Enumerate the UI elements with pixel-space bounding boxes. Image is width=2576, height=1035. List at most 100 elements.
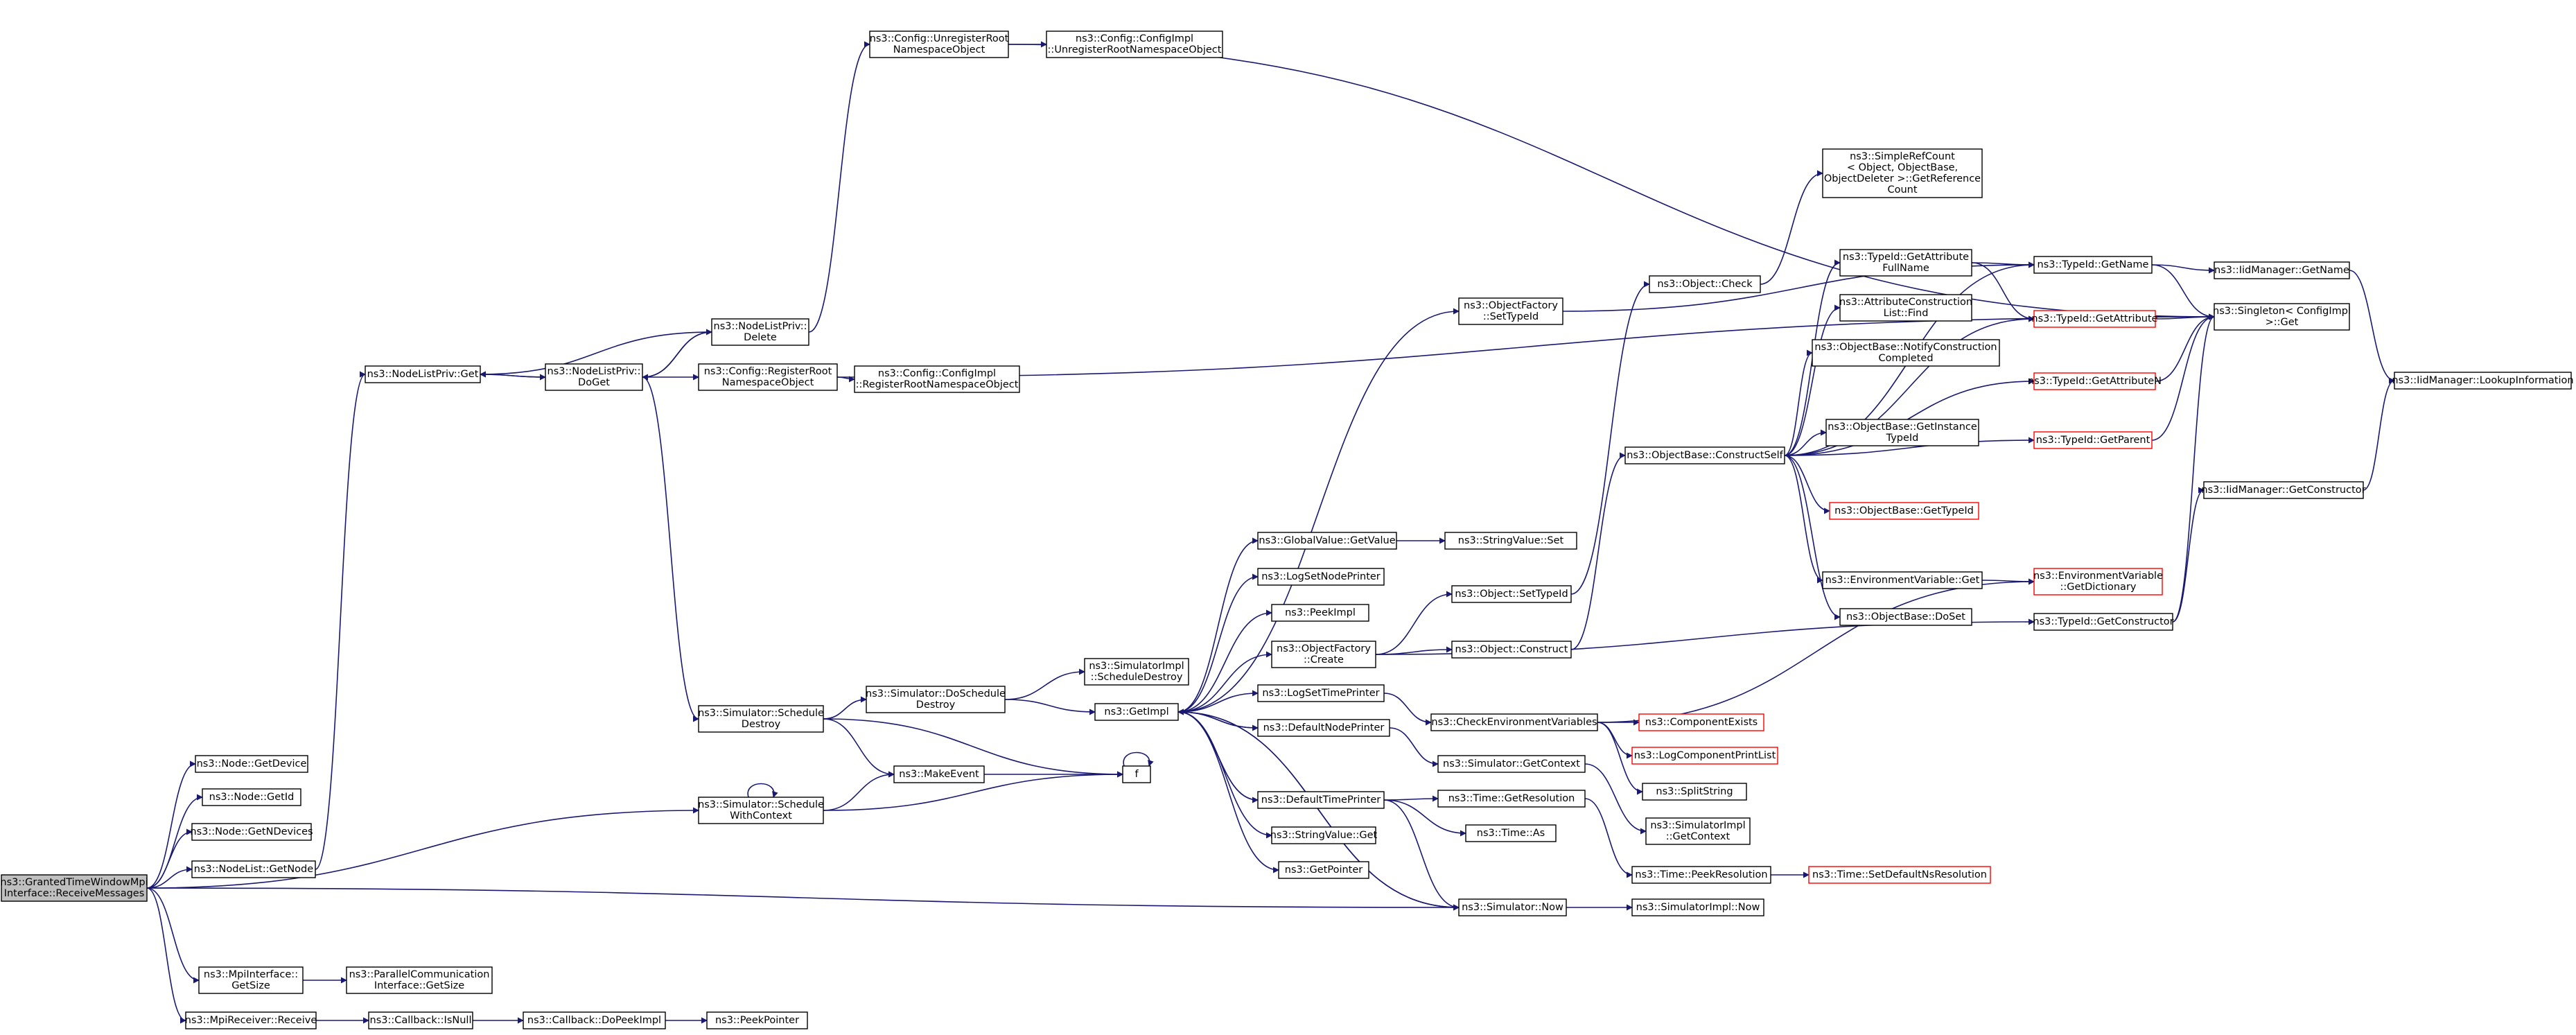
graph-node-f[interactable]: f	[1122, 765, 1151, 783]
graph-node-of_create[interactable]: ns3::ObjectFactory::Create	[1271, 641, 1376, 668]
call-edge-getimpl-to-gv_getvalue	[1177, 537, 1259, 713]
node-label: ns3::CheckEnvironmentVariables	[1431, 717, 1597, 728]
node-box	[545, 363, 643, 391]
graph-node-peekimpl[interactable]: ns3::PeekImpl	[1271, 604, 1369, 622]
node-label: ns3::ObjectBase::NotifyConstruction	[1814, 342, 1997, 353]
graph-node-simimpl_now[interactable]: ns3::SimulatorImpl::Now	[1631, 898, 1764, 916]
graph-node-cfgimpl_unreg[interactable]: ns3::Config::ConfigImpl::UnregisterRootN…	[1046, 31, 1223, 58]
graph-node-defaulttimeprinter[interactable]: ns3::DefaultTimePrinter	[1257, 791, 1385, 809]
call-edge-sim_schdestroy-to-sim_doschdestroy	[823, 696, 867, 720]
graph-node-gv_getvalue[interactable]: ns3::GlobalValue::GetValue	[1257, 532, 1397, 550]
graph-node-getpointer[interactable]: ns3::GetPointer	[1278, 861, 1369, 879]
graph-node-ob_constructself[interactable]: ns3::ObjectBase::ConstructSelf	[1624, 446, 1785, 464]
graph-node-obj_construct[interactable]: ns3::Object::Construct	[1451, 641, 1572, 659]
node-label: ns3::TypeId::GetParent	[2036, 435, 2150, 446]
graph-node-logsetnodeprinter[interactable]: ns3::LogSetNodePrinter	[1257, 568, 1385, 586]
graph-node-cb_dopeekimpl[interactable]: ns3::Callback::DoPeekImpl	[523, 1011, 666, 1029]
graph-node-peekpointer[interactable]: ns3::PeekPointer	[706, 1011, 808, 1029]
graph-node-time_getres[interactable]: ns3::Time::GetResolution	[1437, 790, 1586, 808]
node-box	[1430, 713, 1598, 731]
node-label: ns3::DefaultTimePrinter	[1261, 794, 1381, 806]
node-label: ns3::IidManager::LookupInformation	[2392, 375, 2573, 386]
graph-node-simimpl_schdestroy[interactable]: ns3::SimulatorImpl::ScheduleDestroy	[1084, 658, 1189, 686]
graph-node-checkenv[interactable]: ns3::CheckEnvironmentVariables	[1430, 713, 1598, 731]
call-edge-defaultnodeprinter-to-getimpl	[1177, 708, 1259, 729]
graph-node-iid_getname[interactable]: ns3::IidManager::GetName	[2214, 261, 2350, 279]
graph-node-getdevice[interactable]: ns3::Node::GetDevice	[195, 755, 308, 773]
graph-node-obj_check[interactable]: ns3::Object::Check	[1649, 275, 1761, 293]
graph-node-nlp_delete[interactable]: ns3::NodeListPriv::Delete	[711, 318, 809, 346]
node-box	[706, 1011, 808, 1029]
call-edge-logsettimeprinter-to-checkenv	[1383, 693, 1432, 726]
graph-node-mpireceiver[interactable]: ns3::MpiReceiver::Receive	[185, 1011, 317, 1029]
graph-node-cb_isnull[interactable]: ns3::Callback::IsNull	[368, 1011, 473, 1029]
graph-node-iid_lookup[interactable]: ns3::IidManager::LookupInformation	[2392, 372, 2574, 390]
graph-node-cfgimpl_reg[interactable]: ns3::Config::ConfigImpl::RegisterRootNam…	[854, 365, 1020, 393]
graph-node-cfg_reg[interactable]: ns3::Config::RegisterRootNamespaceObject	[698, 363, 838, 391]
call-edge-ob_constructself-to-ob_notify	[1784, 349, 1813, 456]
graph-node-stringvalue_set[interactable]: ns3::StringValue::Set	[1444, 532, 1577, 550]
graph-node-iid_getconstructor[interactable]: ns3::IidManager::GetConstructor	[2201, 481, 2366, 499]
call-edge-checkenv-to-splitstring	[1597, 722, 1643, 795]
graph-node-of_settypeid[interactable]: ns3::ObjectFactory::SetTypeId	[1458, 297, 1563, 325]
graph-node-obj_settypeid[interactable]: ns3::Object::SetTypeId	[1451, 585, 1572, 603]
graph-node-cfg_unreg[interactable]: ns3::Config::UnregisterRootNamespaceObje…	[869, 31, 1009, 58]
call-edge-nlp_delete-to-nlp_doget	[642, 331, 712, 381]
graph-node-pcomm_getsize[interactable]: ns3::ParallelCommunicationInterface::Get…	[346, 966, 493, 994]
graph-node-time_as[interactable]: ns3::Time::As	[1465, 824, 1557, 842]
graph-node-srefcount[interactable]: ns3::SimpleRefCount< Object, ObjectBase,…	[1822, 148, 1983, 198]
node-label: ns3::TypeId::GetName	[2038, 259, 2149, 270]
graph-node-getimpl[interactable]: ns3::GetImpl	[1094, 703, 1179, 721]
graph-node-ob_doset[interactable]: ns3::ObjectBase::DoSet	[1839, 608, 1972, 626]
call-edge-nlp_delete-to-nlp_get	[480, 331, 712, 378]
graph-node-nlp_doget[interactable]: ns3::NodeListPriv::DoGet	[545, 363, 643, 391]
call-edge-iid_getconstructor-to-iid_lookup	[2363, 377, 2395, 491]
graph-node-getndevices[interactable]: ns3::Node::GetNDevices	[190, 823, 313, 841]
graph-node-singleton[interactable]: ns3::Singleton< ConfigImpl>::Get	[2213, 303, 2351, 331]
graph-node-env_getdict[interactable]: ns3::EnvironmentVariable::GetDictionary	[2033, 568, 2163, 595]
graph-node-sim_now[interactable]: ns3::Simulator::Now	[1458, 898, 1567, 916]
node-box	[2033, 310, 2156, 328]
graph-node-tid_getname[interactable]: ns3::TypeId::GetName	[2033, 256, 2153, 274]
graph-node-ob_gettypeid[interactable]: ns3::ObjectBase::GetTypeId	[1829, 502, 1979, 520]
node-box	[869, 31, 1009, 58]
graph-node-tid_getattrn[interactable]: ns3::TypeId::GetAttributeN	[2028, 372, 2162, 390]
call-edge-root-to-mpireceiver	[146, 887, 186, 1024]
graph-node-defaultnodeprinter[interactable]: ns3::DefaultNodePrinter	[1257, 719, 1390, 737]
node-label: ns3::MakeEvent	[899, 769, 979, 780]
graph-node-sim_getcontext[interactable]: ns3::Simulator::GetContext	[1437, 755, 1586, 773]
graph-node-time_peekres[interactable]: ns3::Time::PeekResolution	[1631, 866, 1771, 884]
call-edge-sim_schdestroy-to-makeevent	[823, 718, 895, 778]
graph-node-root[interactable]: ns3::GrantedTimeWindowMpiInterface::Rece…	[0, 874, 148, 902]
node-label: < Object, ObjectBase,	[1847, 162, 1958, 173]
graph-node-tid_getparent[interactable]: ns3::TypeId::GetParent	[2033, 431, 2153, 449]
graph-node-ob_notify[interactable]: ns3::ObjectBase::NotifyConstructionCompl…	[1812, 339, 2000, 367]
call-edge-sim_getcontext-to-simimpl_getctx	[1584, 763, 1647, 835]
graph-node-simimpl_getctx[interactable]: ns3::SimulatorImpl::GetContext	[1645, 817, 1751, 845]
node-box	[1257, 568, 1385, 586]
graph-node-splitstring[interactable]: ns3::SplitString	[1642, 783, 1747, 801]
graph-node-tid_getattr[interactable]: ns3::TypeId::GetAttribute	[2031, 310, 2158, 328]
graph-node-getid[interactable]: ns3::Node::GetId	[202, 788, 301, 806]
graph-node-time_setdefns[interactable]: ns3::Time::SetDefaultNsResolution	[1808, 866, 1991, 884]
graph-node-stringvalue_get[interactable]: ns3::StringValue::Get	[1270, 826, 1378, 844]
node-label: ns3::EnvironmentVariable	[2033, 571, 2163, 582]
graph-node-logsettimeprinter[interactable]: ns3::LogSetTimePrinter	[1257, 684, 1385, 702]
node-label: Destroy	[742, 719, 781, 730]
graph-node-sim_schdestroy[interactable]: ns3::Simulator::ScheduleDestroy	[698, 705, 824, 733]
node-box	[1631, 747, 1778, 765]
graph-node-logcompprint[interactable]: ns3::LogComponentPrintList	[1631, 747, 1778, 765]
graph-node-mpi_getsize[interactable]: ns3::MpiInterface::GetSize	[198, 966, 304, 994]
node-label: ns3::PeekImpl	[1285, 607, 1356, 618]
graph-node-tid_getconstructor[interactable]: ns3::TypeId::GetConstructor	[2033, 613, 2174, 631]
graph-node-nlp_get[interactable]: ns3::NodeListPriv::Get	[365, 365, 481, 383]
graph-node-componentexists[interactable]: ns3::ComponentExists	[1638, 713, 1764, 731]
graph-node-nodelist_getnode[interactable]: ns3::NodeList::GetNode	[191, 860, 316, 878]
graph-node-makeevent[interactable]: ns3::MakeEvent	[893, 765, 985, 783]
graph-node-env_get[interactable]: ns3::EnvironmentVariable::Get	[1822, 571, 1983, 589]
